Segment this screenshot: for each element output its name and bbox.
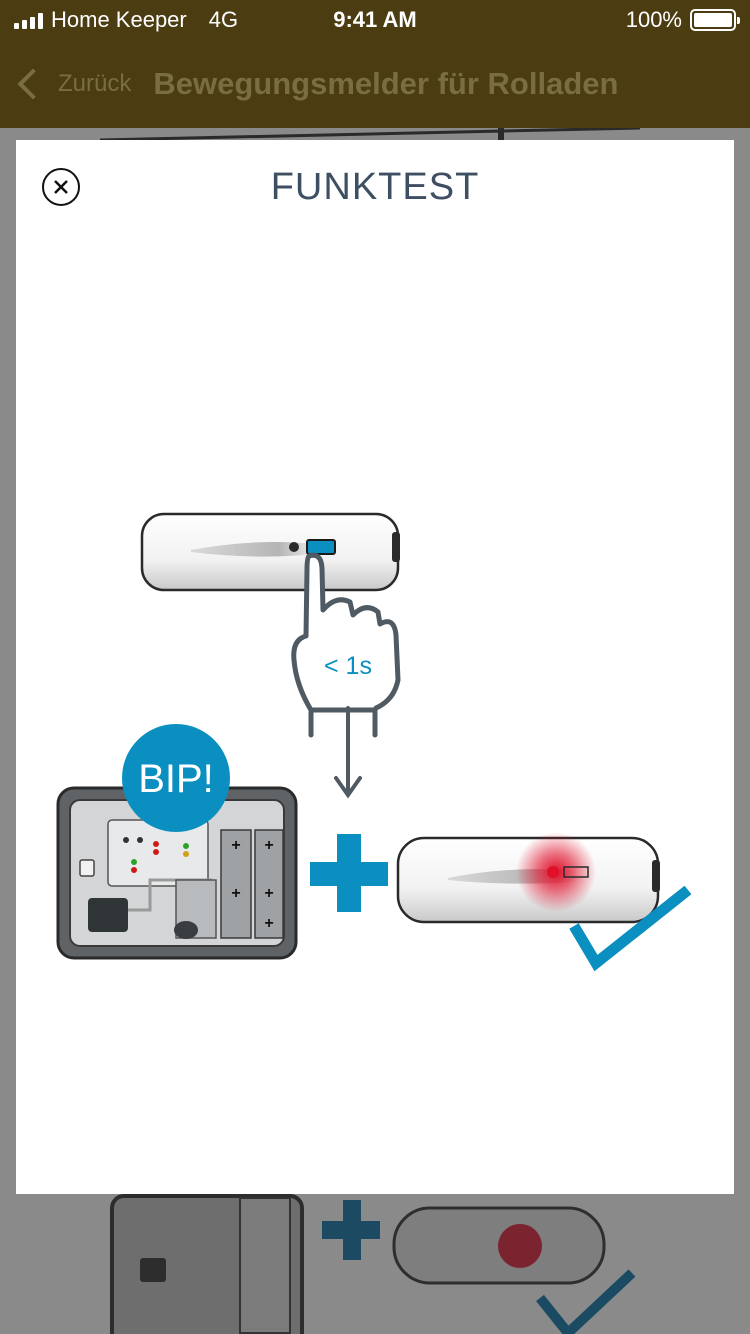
modal-title: FUNKTEST [270, 166, 480, 208]
motion-sensor-bottom [396, 832, 660, 924]
status-right: 100% [625, 7, 740, 33]
close-icon [54, 180, 68, 194]
beep-badge: BIP! [122, 724, 230, 832]
checkmark-icon [569, 885, 692, 972]
svg-text:+: + [264, 885, 273, 902]
page-title: Bewegungsmelder für Rolladen [153, 66, 619, 101]
close-button[interactable] [42, 168, 80, 206]
network-type: 4G [208, 7, 239, 32]
status-left: Home Keeper 4G [14, 7, 238, 33]
signal-icon [14, 11, 43, 29]
motion-sensor-top [140, 512, 400, 592]
pressing-hand-icon [291, 552, 401, 738]
svg-text:+: + [231, 837, 240, 854]
back-label: Zurück [58, 70, 132, 97]
press-duration-label: < 1s [324, 652, 372, 680]
svg-text:+: + [264, 837, 273, 854]
beep-label: BIP! [138, 757, 214, 801]
arrow-down-icon [334, 706, 362, 799]
battery-percent: 100% [625, 7, 682, 32]
base-station-device: + + + + + [56, 786, 298, 960]
funktest-illustration: < 1s + [56, 512, 692, 972]
chevron-left-icon [17, 68, 49, 100]
back-button[interactable]: Zurück [14, 68, 132, 100]
status-bar: Home Keeper 4G 9:41 AM 100% [0, 0, 750, 40]
plus-icon [310, 834, 388, 912]
navigation-bar: Zurück Bewegungsmelder für Rolladen [0, 40, 750, 128]
funktest-modal: FUNKTEST [16, 140, 734, 1194]
battery-icon [690, 9, 740, 31]
carrier-name: Home Keeper [51, 7, 187, 32]
svg-text:+: + [264, 915, 273, 932]
svg-text:+: + [231, 885, 240, 902]
